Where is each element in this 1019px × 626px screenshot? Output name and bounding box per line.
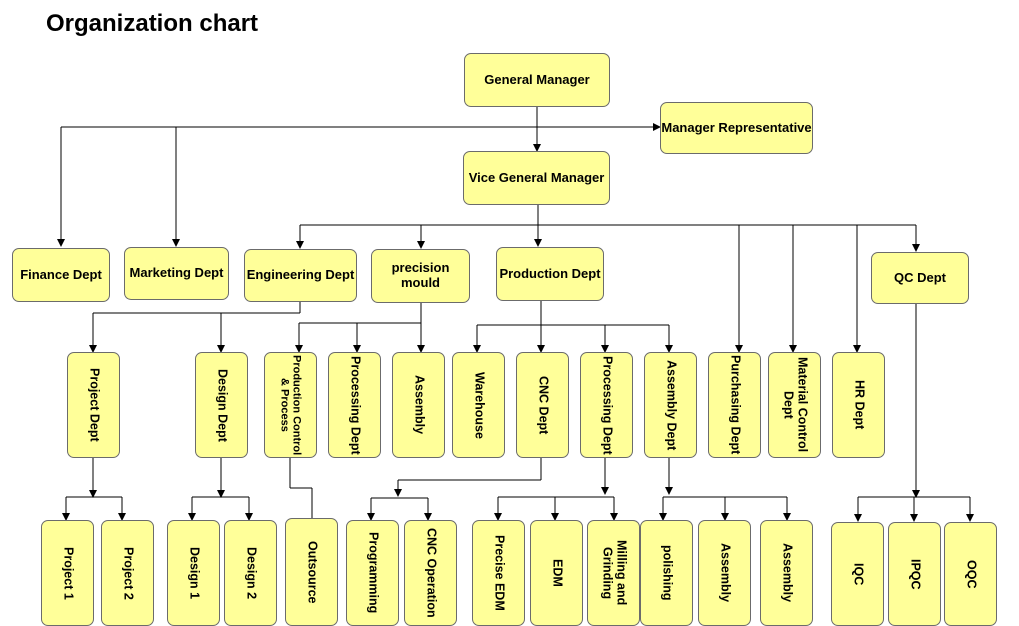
precise-edm-box: Precise EDM [472,520,525,626]
assembly-dept-box: Assembly Dept [644,352,697,458]
milling-grinding-box: Milling and Grinding [587,520,640,626]
cnc-dept-box: CNC Dept [516,352,569,458]
qc-dept-box: QC Dept [871,252,969,304]
general-manager-box: General Manager [464,53,610,107]
edm-box: EDM [530,520,583,626]
cnc-operation-box: CNC Operation [404,520,457,626]
programming-box: Programming [346,520,399,626]
assembly-c-box: Assembly [760,520,813,626]
ipqc-box: IPQC [888,522,941,626]
processing-dept-b-box: Processing Dept [580,352,633,458]
outsource-box: Outsource [285,518,338,626]
engineering-dept-box: Engineering Dept [244,249,357,302]
precision-mould-box: precision mould [371,249,470,303]
project-dept-box: Project Dept [67,352,120,458]
design-2-box: Design 2 [224,520,277,626]
production-control-process-box: Production Control & Process [264,352,317,458]
warehouse-box: Warehouse [452,352,505,458]
design-1-box: Design 1 [167,520,220,626]
production-dept-box: Production Dept [496,247,604,301]
finance-dept-box: Finance Dept [12,248,110,302]
assembly-b-box: Assembly [698,520,751,626]
project-2-box: Project 2 [101,520,154,626]
chart-title: Organization chart [46,10,259,37]
assembly-a-box: Assembly [392,352,445,458]
hr-dept-box: HR Dept [832,352,885,458]
design-dept-box: Design Dept [195,352,248,458]
oqc-box: OQC [944,522,997,626]
iqc-box: IQC [831,522,884,626]
project-1-box: Project 1 [41,520,94,626]
vice-general-manager-box: Vice General Manager [463,151,610,205]
marketing-dept-box: Marketing Dept [124,247,229,300]
polishing-box: polishing [640,520,693,626]
processing-dept-a-box: Processing Dept [328,352,381,458]
material-control-dept-box: Material Control Dept [768,352,821,458]
manager-representative-box: Manager Representative [660,102,813,154]
purchasing-dept-box: Purchasing Dept [708,352,761,458]
